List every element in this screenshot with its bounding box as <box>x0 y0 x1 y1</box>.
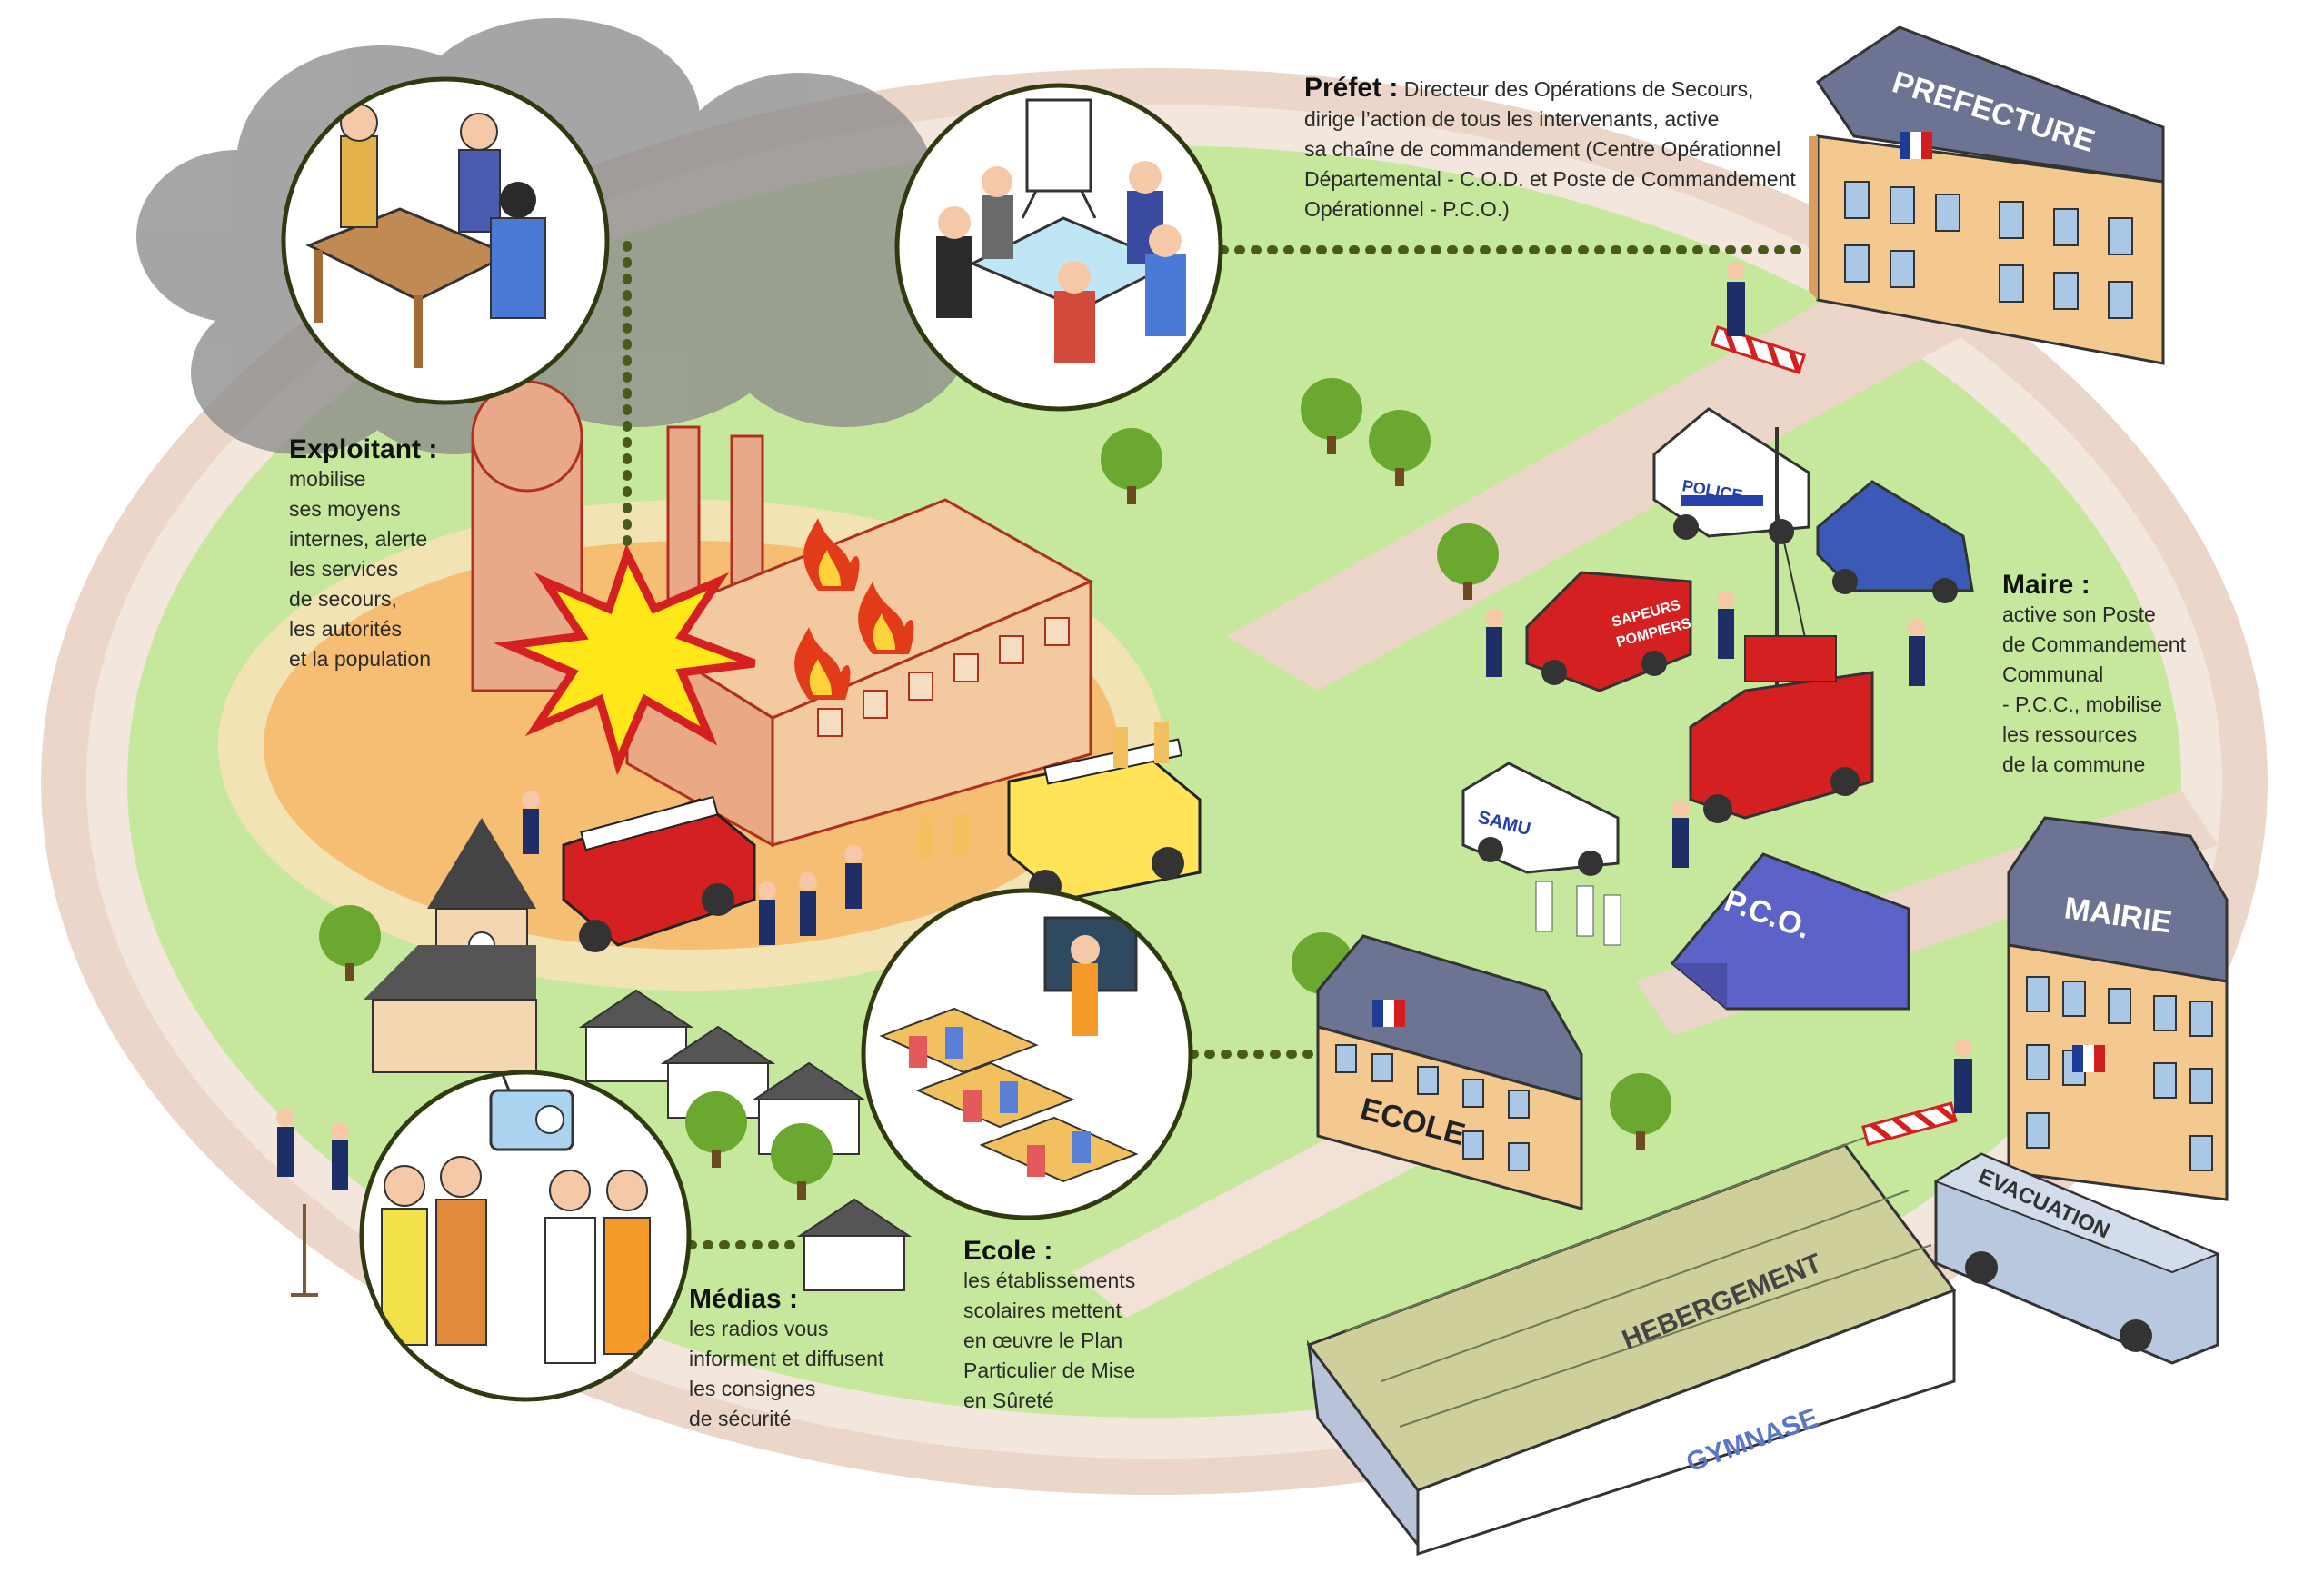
school-classroom-circle <box>861 888 1193 1220</box>
exploitant-meeting-circle <box>281 76 610 405</box>
prefet-meeting-circle <box>894 83 1223 412</box>
ecole-text: les établissements scolaires mettent en … <box>963 1269 1136 1412</box>
officer-figures <box>276 262 1972 1190</box>
connector-lines <box>623 241 1813 1249</box>
samu-ambulance: SAMU <box>1461 762 1620 876</box>
medias-title: Médias : <box>689 1284 799 1314</box>
police-van: POLICE <box>1652 407 1810 544</box>
ecole-caption: Ecole : les établissements scolaires met… <box>963 1236 1218 1416</box>
flame-icons <box>794 518 914 700</box>
school-flag <box>1372 1000 1405 1027</box>
school-building: ECOLE <box>1316 934 1583 1210</box>
exploitant-text: mobilise ses moyens internes, alerte les… <box>289 467 432 671</box>
village-houses <box>578 989 913 1291</box>
command-truck <box>1689 427 1874 823</box>
media-radio-circle <box>359 1070 692 1402</box>
mairie-building: MAIRIE <box>2007 816 2229 1201</box>
roadblock-barriers <box>1710 325 1958 1147</box>
maire-caption: Maire : active son Poste de Commandement… <box>2002 570 2239 780</box>
firefighter-figures <box>522 791 863 945</box>
mairie-flag <box>2072 1045 2105 1072</box>
exploitant-title: Exploitant : <box>289 434 438 464</box>
fire-car: SAPEURS POMPIERS <box>1525 571 1693 692</box>
road-top <box>1227 227 2045 691</box>
pco-tent: P.C.O. <box>1670 852 1910 1011</box>
church <box>364 818 537 1073</box>
maire-title: Maire : <box>2002 570 2090 600</box>
explosion-icon <box>493 543 756 776</box>
prefet-caption: Préfet : Directeur des Opérations de Sec… <box>1304 73 1813 224</box>
exploitant-caption: Exploitant : mobilise ses moyens interne… <box>289 434 507 674</box>
prefet-title: Préfet : <box>1304 73 1399 103</box>
maire-text: active son Poste de Commandement Communa… <box>2002 602 2186 776</box>
medias-text: les radios vous informent et diffusent l… <box>689 1317 884 1430</box>
prefecture-building: PREFECTURE <box>1809 25 2165 365</box>
prefecture-flag <box>1900 132 1932 159</box>
prefet-text: Directeur des Opérations de Secours, dir… <box>1304 77 1796 221</box>
medic-figures <box>1535 881 1621 946</box>
fire-truck-yellow <box>1007 738 1202 902</box>
megaphone-icon <box>291 1204 318 1297</box>
factory-site <box>471 380 1094 848</box>
trees <box>319 378 1671 1200</box>
worker-figures <box>918 722 1169 859</box>
medias-caption: Médias : les radios vous informent et di… <box>689 1284 962 1434</box>
ecole-title: Ecole : <box>963 1236 1053 1266</box>
fire-truck-left <box>562 795 756 952</box>
gymnasium-building: HEBERGEMENT GYMNASE <box>1306 1130 1957 1557</box>
police-car-blue <box>1816 480 1974 603</box>
